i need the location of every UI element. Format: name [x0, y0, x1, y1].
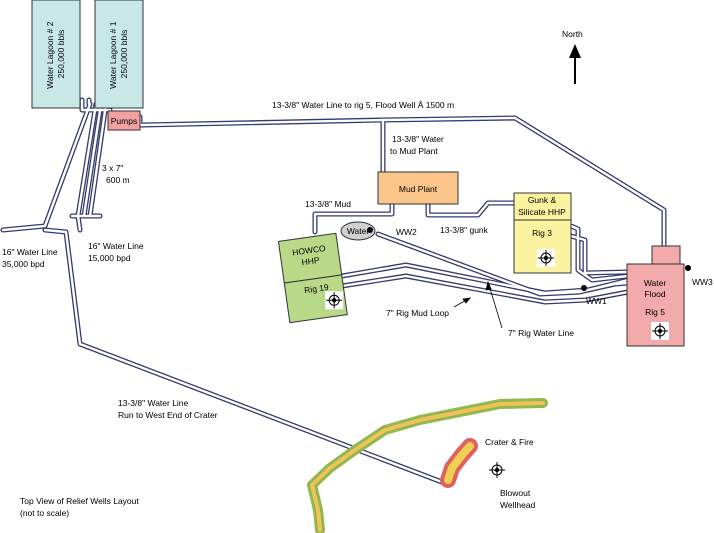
mud-loop-pointer-head: [462, 297, 471, 304]
gunk-label: Gunk &: [528, 195, 557, 205]
crater: [307, 398, 548, 533]
water-line-pointer: [487, 281, 503, 329]
fire-core: [444, 442, 474, 484]
blowout-label-1: Blowout: [500, 488, 531, 498]
howco-label: HOWCO: [292, 243, 327, 258]
rig19-label: Rig 19: [304, 282, 330, 295]
crater-fire-label: Crater & Fire: [485, 437, 534, 447]
ww3-marker: [685, 265, 691, 271]
rig-3-gunk-hhp: Gunk & Silicate HHP Rig 3: [513, 192, 572, 274]
gunk-line: [425, 200, 518, 218]
mud-plant-label: Mud Plant: [399, 184, 438, 194]
water-tank-label: Water: [347, 226, 370, 236]
rig-water-line-label: 7" Rig Water Line: [508, 328, 574, 338]
crater-rim: [307, 398, 548, 533]
to-mud-plant-label-1: 13-3/8" Water: [392, 134, 444, 144]
lagoon2-name: Water Lagoon # 2: [45, 21, 55, 89]
sixteen-left-label-1: 16" Water Line: [2, 247, 58, 257]
water-lagoon-1: Water Lagoon # 1 250,000 bbls: [94, 0, 144, 109]
rig3-to-rig5-line-b-core: [569, 234, 630, 275]
rig5-wellhead-icon: [651, 322, 669, 340]
gunk-line-label: 13-3/8" gunk: [440, 225, 489, 235]
north-arrow: North: [562, 29, 583, 84]
main-line-label: 13-3/8" Water Line to rig 5, Flood Well …: [272, 100, 454, 110]
water-flood-label-1: Water: [644, 278, 667, 288]
caption-subtitle: (not to scale): [20, 508, 69, 518]
ww1-label: WW1: [586, 296, 607, 306]
lagoon1-name: Water Lagoon # 1: [108, 21, 118, 89]
rig19-wellhead-icon: [325, 291, 344, 310]
mud-line-label: 13-3/8" Mud: [305, 199, 351, 209]
pipe-network: [0, 97, 667, 487]
gunk-line-core: [426, 201, 517, 217]
to-mud-plant-label-2: to Mud Plant: [390, 146, 438, 156]
north-label: North: [562, 29, 583, 39]
water-line-pointer-head: [485, 280, 492, 291]
ww2-marker: [367, 227, 373, 233]
rig-5-water-flood: Water Flood Rig 5: [626, 245, 685, 347]
mud-line-core: [313, 202, 394, 234]
rig3-wellhead-icon: [537, 249, 555, 267]
rig3-to-rig5-line-a-core: [569, 224, 630, 282]
crater-line-label-2: Run to West End of Crater: [118, 410, 218, 420]
svg-text:Water Lagoon # 1 250,000: Water Lagoon # 1 250,000 bbls: [108, 19, 129, 89]
three-by-seven-label-1: 3 x 7": [102, 163, 123, 173]
silicate-hhp-label: Silicate HHP: [518, 207, 566, 217]
lagoon2-capacity: 250,000 bbls: [56, 30, 66, 79]
water-tank: Water: [340, 221, 376, 241]
sixteen-left-label-2: 35,000 bpd: [2, 259, 45, 269]
mud-plant: Mud Plant: [377, 171, 459, 205]
blowout-label-2: Wellhead: [500, 500, 536, 510]
pointer-arrows: [453, 280, 503, 329]
sixteen-mid-label-2: 15,000 bpd: [88, 253, 131, 263]
three-by-seven-label-2: 600 m: [106, 175, 130, 185]
rig-mud-loop-label: 7" Rig Mud Loop: [386, 308, 449, 318]
rig3-label: Rig 3: [532, 228, 552, 238]
north-arrow-head: [569, 44, 581, 58]
sixteen-mid-label-1: 16" Water Line: [88, 241, 144, 251]
lagoon1-capacity: 250,000 bbls: [119, 30, 129, 79]
ww2-label: WW2: [396, 227, 417, 237]
crater-water-line-core: [43, 228, 449, 486]
ww1-marker: [581, 285, 587, 291]
rig19-bottom-line-core: [340, 274, 630, 304]
crater-rim-core: [310, 401, 545, 532]
water-flood-label-2: Flood: [644, 289, 666, 299]
three-by-seven-line-c-core: [88, 102, 108, 218]
pumps: Pumps: [107, 110, 141, 131]
three-by-seven-line-b-core: [82, 102, 103, 218]
sixteen-inch-left-line-core: [1, 102, 92, 232]
howco-hhp-label: HHP: [301, 255, 320, 267]
pumps-label: Pumps: [111, 116, 137, 126]
rig-water-line-core: [376, 232, 630, 296]
blowout-wellhead-icon: [489, 462, 505, 478]
annotation-labels: 13-3/8" Water Line to rig 5, Flood Well …: [2, 100, 713, 518]
rig5-label: Rig 5: [645, 307, 665, 317]
rig-19-howco-hhp: HOWCO HHP Rig 19: [277, 232, 348, 324]
water-lagoon-2: Water Lagoon # 2 250,000 bbls: [31, 0, 81, 109]
crater-line-label-1: 13-3/8" Water Line: [118, 398, 189, 408]
caption-title: Top View of Relief Wells Layout: [20, 496, 139, 506]
ww3-label: WW3: [692, 277, 713, 287]
svg-text:Water Lagoon # 2 250,000: Water Lagoon # 2 250,000 bbls: [45, 19, 66, 89]
